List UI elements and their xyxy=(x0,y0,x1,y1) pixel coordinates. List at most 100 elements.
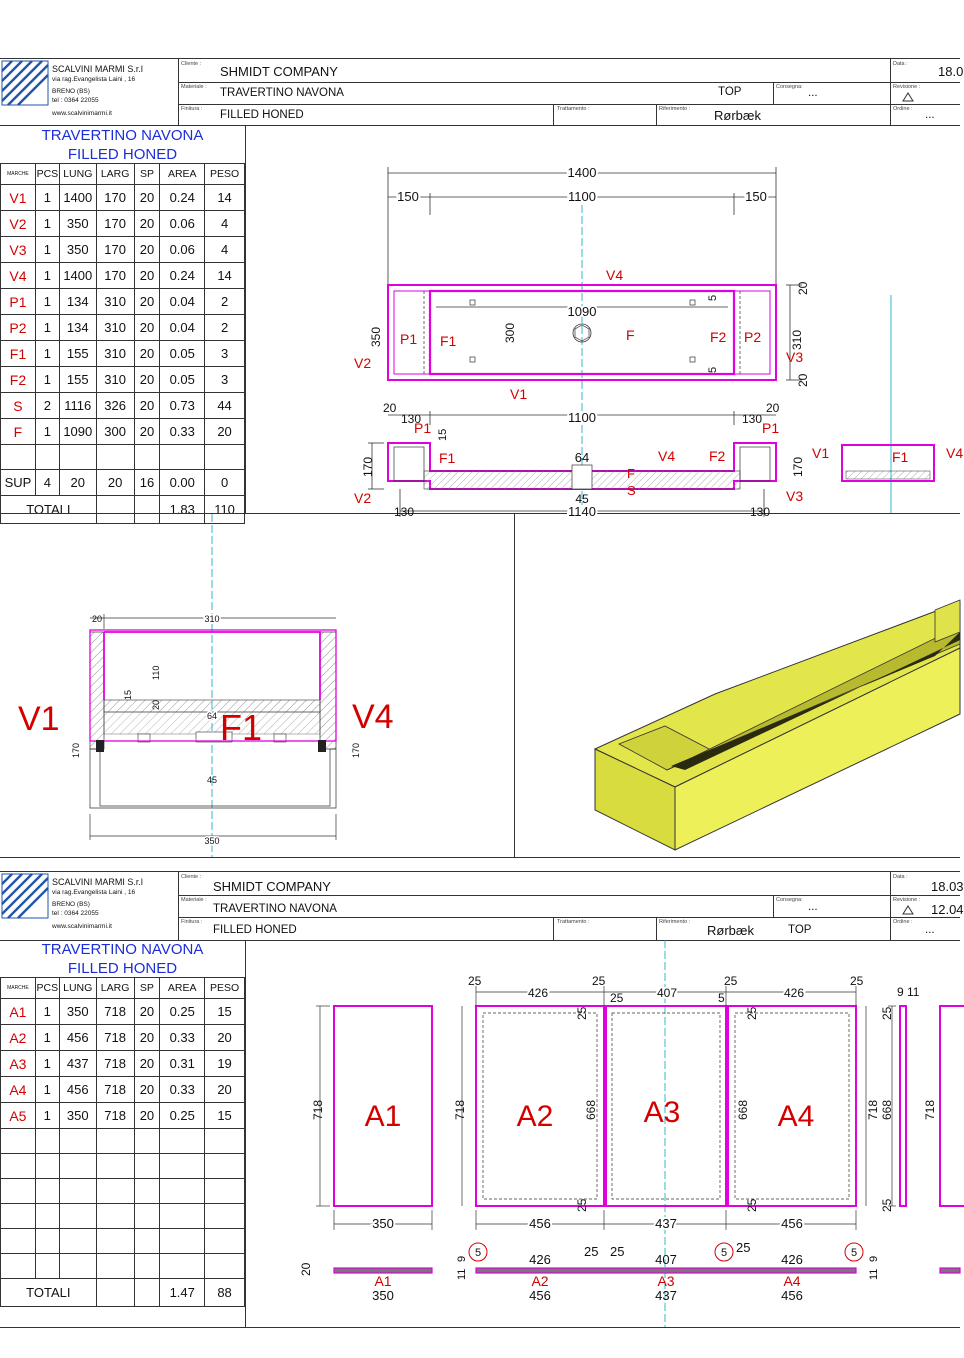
table-cell: 170 xyxy=(95,262,135,289)
consegna-label: Consegna: xyxy=(776,84,803,90)
client-value: SHMIDT COMPANY xyxy=(220,64,338,79)
mark-p1-sec: P1 xyxy=(414,420,431,436)
dim-9-strip-right: 9 xyxy=(868,1256,880,1262)
table-cell: 20 xyxy=(133,262,161,289)
sup-area: 0.00 xyxy=(159,469,206,496)
part-mark: A1 xyxy=(0,998,36,1025)
dim-11-strip-right: 11 xyxy=(868,1269,880,1280)
col-pcs: PCS xyxy=(34,163,60,185)
company-logo-icon xyxy=(1,60,49,106)
totals-row-2: TOTALI 1.47 88 xyxy=(0,1278,245,1307)
mark-v1-side: V1 xyxy=(812,445,829,461)
company-phone: tel : 0364 22055 xyxy=(52,97,99,104)
mark-f1-plan: F1 xyxy=(440,333,457,349)
dim-15-sec: 15 xyxy=(437,429,449,441)
dim-25-d: 25 xyxy=(724,974,738,988)
table-cell: 718 xyxy=(95,998,135,1025)
table-cell: 310 xyxy=(95,314,135,341)
dim-300: 300 xyxy=(503,323,517,343)
table-cell: 20 xyxy=(204,1076,245,1103)
revision-value-2: 12.04 xyxy=(931,902,964,917)
mark-v1-plan: V1 xyxy=(510,386,527,402)
table-cell: 2 xyxy=(204,314,245,341)
revision-triangle-icon-2 xyxy=(902,905,914,915)
dim-310-detail: 310 xyxy=(204,614,219,624)
table-cell: 310 xyxy=(95,288,135,315)
company-city: BRENO (BS) xyxy=(52,88,90,95)
client-label: Cliente : xyxy=(181,61,202,67)
col-peso: PESO xyxy=(204,163,245,185)
dim-25-e: 25 xyxy=(850,974,864,988)
table-cell: 1 xyxy=(34,288,60,315)
treatment-label: Trattamento : xyxy=(557,106,590,112)
dim-170-detail-left: 170 xyxy=(71,743,81,758)
part-mark: V2 xyxy=(0,210,36,237)
mark-f2-sec: F2 xyxy=(709,448,726,464)
mark-f1-side: F1 xyxy=(892,449,909,465)
dim-350-detail: 350 xyxy=(204,836,219,846)
table-cell: 3 xyxy=(204,340,245,367)
dim-25-edge-bottom: 25 xyxy=(880,1198,894,1212)
date-label-2: Data : xyxy=(893,874,908,880)
col-sp: SP xyxy=(133,163,161,185)
table-cell: 0.24 xyxy=(159,262,206,289)
dim-456-a2: 456 xyxy=(529,1216,551,1231)
table-cell: 14 xyxy=(204,262,245,289)
table-cell: 15 xyxy=(204,1102,245,1129)
table-cell: 20 xyxy=(133,184,161,211)
dim-170-detail-right: 170 xyxy=(351,743,361,758)
table-cell: 15 xyxy=(204,998,245,1025)
dim-25-a: 25 xyxy=(468,974,482,988)
col-peso-2: PESO xyxy=(204,977,245,999)
part-mark: P1 xyxy=(0,288,36,315)
client-value-2: SHMIDT COMPANY xyxy=(213,879,331,894)
sup-pcs: 4 xyxy=(34,469,60,496)
company-phone-2: tel : 0364 22055 xyxy=(52,910,99,917)
table-cell: 20 xyxy=(133,418,161,445)
table-cell: 1 xyxy=(34,262,60,289)
table-cell: 1 xyxy=(34,210,60,237)
part-mark: V3 xyxy=(0,236,36,263)
table-cell: 456 xyxy=(58,1024,97,1051)
table-cell: 310 xyxy=(95,340,135,367)
dim-20-sec-left: 20 xyxy=(383,401,397,415)
table-cell: 0.06 xyxy=(159,210,206,237)
table-cell: 0.33 xyxy=(159,1024,206,1051)
date-value: 18.0 xyxy=(938,64,964,79)
material-value: TRAVERTINO NAVONA xyxy=(220,87,344,99)
table-cell: 1090 xyxy=(58,418,97,445)
consegna-value-2: ... xyxy=(808,901,818,913)
dim-170-right: 170 xyxy=(791,457,805,477)
dim-130-bottom-right: 130 xyxy=(750,505,770,519)
slab-a4-label: A4 xyxy=(778,1100,815,1133)
dim-9-side: 9 xyxy=(897,985,904,999)
table-cell: 19 xyxy=(204,1050,245,1077)
totals-label-2: TOTALI xyxy=(0,1278,97,1307)
dim-456-strip-a2: 456 xyxy=(529,1288,551,1303)
date-label: Data : xyxy=(893,61,908,67)
table-cell: 20 xyxy=(133,1050,161,1077)
date-value-2: 18.03 xyxy=(931,879,964,894)
dim-668-a4: 668 xyxy=(736,1100,750,1120)
finish-label: Finitura : xyxy=(181,106,203,112)
section-detail-drawing: 20 310 15 110 20 64 45 350 170 170 F1 V1… xyxy=(18,514,394,857)
totals-label: TOTALI xyxy=(0,495,97,524)
strip-a3-label: A3 xyxy=(657,1273,674,1289)
totals-weight-2: 88 xyxy=(204,1278,245,1307)
mark-f2-plan: F2 xyxy=(710,329,727,345)
slabs-drawing: A1 718 350 A2 A3 A4 25 426 25 25 407 5 2… xyxy=(299,940,964,1327)
dim-456-strip-a4: 456 xyxy=(781,1288,803,1303)
company-name: SCALVINI MARMI S.r.l xyxy=(52,64,143,74)
order-label: Ordine : xyxy=(893,106,913,112)
dim-110-detail: 110 xyxy=(151,666,161,680)
table-cell: 20 xyxy=(133,1102,161,1129)
dim-130-sec-right: 130 xyxy=(742,412,762,426)
client-label-2: Cliente : xyxy=(181,874,202,880)
slab-a3-label: A3 xyxy=(644,1096,681,1129)
dim-20-detail-inner: 20 xyxy=(151,700,161,710)
dim-11-strip-left: 11 xyxy=(456,1269,468,1280)
revision-triangle-icon xyxy=(902,92,914,102)
